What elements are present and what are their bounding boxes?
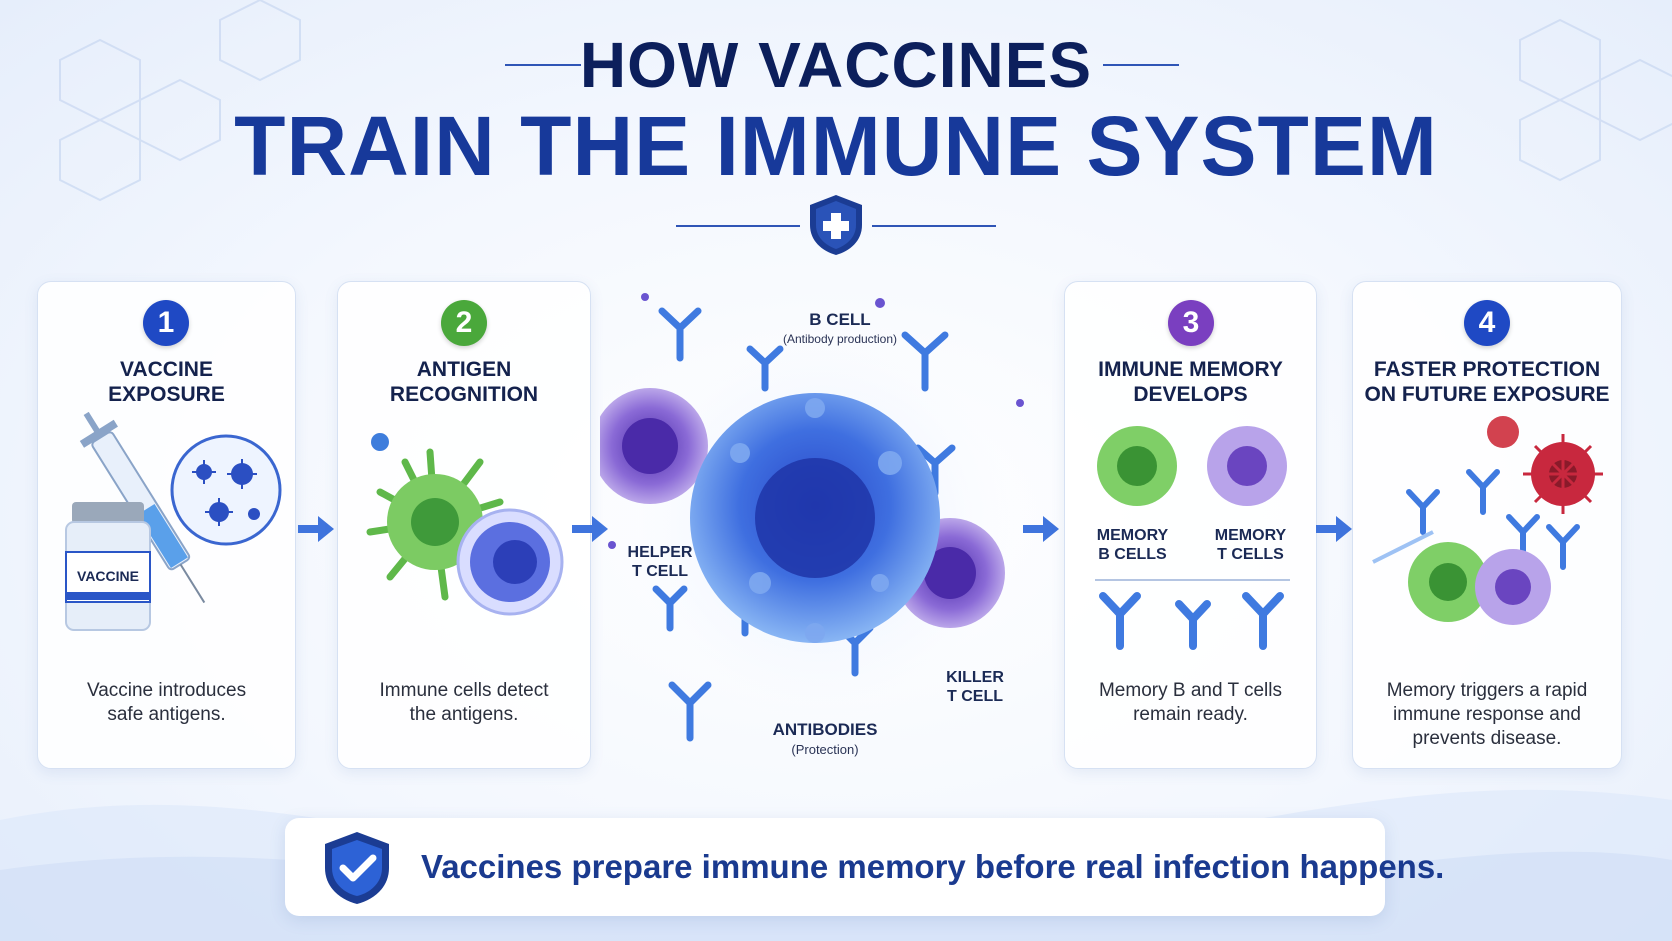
step-3-description: Memory B and T cells remain ready. [1098, 680, 1283, 725]
step-1-card: 1 VACCINE EXPOSURE VACCINE Vaccine intro… [37, 281, 296, 769]
step-4-description: Memory triggers a rapid immune response … [1386, 680, 1588, 749]
memory-cells-illustration [1095, 426, 1290, 650]
vial-label: VACCINE [77, 568, 139, 584]
title-rule-right [1103, 64, 1179, 66]
summary-banner: Vaccines prepare immune memory before re… [285, 818, 1444, 916]
memory-t-cells-label: MEMORY T CELLS [1214, 527, 1287, 563]
antibodies-sublabel: (Protection) [791, 742, 858, 757]
step-2-title: ANTIGEN RECOGNITION [389, 358, 539, 406]
title-rule-left [505, 64, 581, 66]
antigen-recognition-illustration [366, 433, 564, 616]
antibodies-label: ANTIBODIES [773, 720, 878, 739]
step-2-number: 2 [441, 300, 487, 346]
arrow-right-icon [298, 516, 334, 542]
step-3-number: 3 [1168, 300, 1214, 346]
step-3-card: 3 IMMUNE MEMORY DEVELOPS MEMORY B CELLS … [1064, 281, 1317, 769]
step-3-title: IMMUNE MEMORY DEVELOPS [1098, 358, 1283, 406]
step-2-description: Immune cells detect the antigens. [379, 680, 549, 725]
step-1-description: Vaccine introduces safe antigens. [86, 680, 247, 725]
shield-check-icon [325, 832, 389, 904]
arrow-right-icon [1316, 516, 1352, 542]
title-line-2: TRAIN THE IMMUNE SYSTEM [234, 99, 1438, 193]
step-1-number: 1 [143, 300, 189, 346]
memory-b-cells-label: MEMORY B CELLS [1096, 527, 1169, 563]
step-1-title: VACCINE EXPOSURE [108, 358, 225, 406]
step-4-card: 4 FASTER PROTECTION ON FUTURE EXPOSURE M… [1352, 281, 1622, 769]
b-cell-sublabel: (Antibody production) [783, 332, 897, 346]
b-cell-label: B CELL [809, 310, 870, 329]
immune-response-illustration: B CELL (Antibody production) ANTIBODIES … [600, 293, 1038, 757]
helper-t-cell-label: HELPER T CELL [627, 544, 693, 580]
step-4-number: 4 [1464, 300, 1510, 346]
killer-t-cell-label: KILLER T CELL [946, 669, 1004, 705]
shield-cross-icon [810, 195, 862, 255]
step-4-title: FASTER PROTECTION ON FUTURE EXPOSURE [1364, 358, 1610, 406]
arrow-right-icon [1023, 516, 1059, 542]
step-2-card: 2 ANTIGEN RECOGNITION Immune cells detec… [337, 281, 591, 769]
shield-rule-right [872, 225, 996, 227]
vaccine-vial-syringe-illustration: VACCINE [65, 412, 282, 631]
title-line-1: HOW VACCINES [579, 29, 1093, 101]
faster-protection-illustration [1372, 416, 1603, 625]
banner-text: Vaccines prepare immune memory before re… [421, 848, 1445, 885]
arrow-right-icon [572, 516, 608, 542]
shield-rule-left [676, 225, 800, 227]
